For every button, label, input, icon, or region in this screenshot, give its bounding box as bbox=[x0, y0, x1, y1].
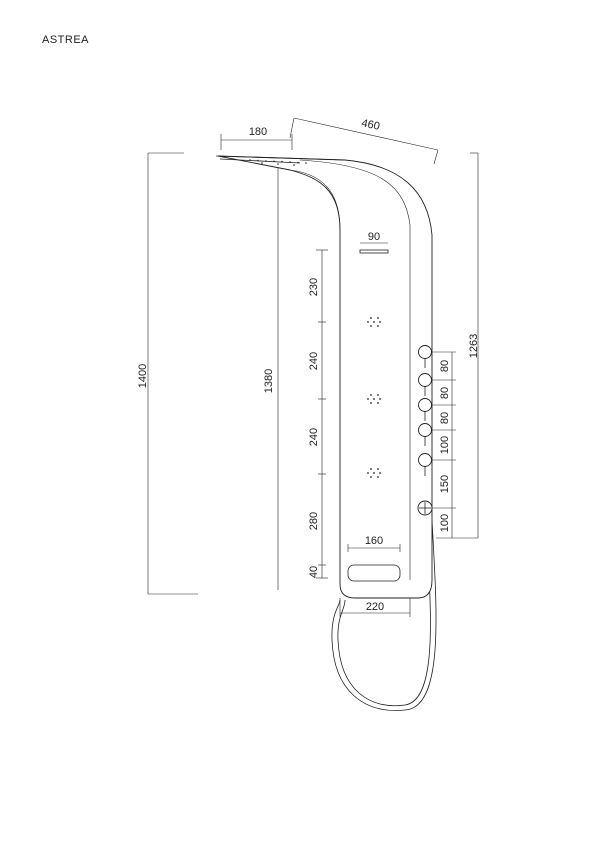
body-jet-3 bbox=[367, 468, 381, 478]
dim-head-width: 180 bbox=[220, 126, 293, 150]
dim-label-160: 160 bbox=[365, 535, 383, 547]
dim-label-220: 220 bbox=[366, 601, 384, 613]
dim-depth: 460 bbox=[289, 117, 439, 165]
shower-hose bbox=[337, 519, 431, 707]
valve-2 bbox=[418, 373, 432, 396]
dim-label-80c: 80 bbox=[439, 412, 451, 424]
valve-4 bbox=[418, 423, 432, 446]
dim-label-280: 280 bbox=[308, 512, 320, 530]
dim-label-150: 150 bbox=[439, 475, 451, 493]
panel-curve-inner bbox=[299, 159, 411, 580]
dim-label-180: 180 bbox=[249, 126, 267, 138]
dim-label-240a: 240 bbox=[308, 352, 320, 370]
panel-body bbox=[217, 155, 433, 599]
rain-head-nozzles bbox=[249, 159, 307, 166]
dim-label-80a: 80 bbox=[439, 360, 451, 372]
dim-top-slot: 90 bbox=[360, 231, 388, 244]
dim-label-240b: 240 bbox=[308, 428, 320, 446]
dim-label-100b: 100 bbox=[439, 514, 451, 532]
dim-overall-height: 1400 bbox=[137, 152, 198, 595]
dim-label-1400: 1400 bbox=[137, 364, 149, 388]
dim-panel-height: 1380 bbox=[263, 168, 279, 590]
dim-label-90: 90 bbox=[368, 231, 380, 243]
dim-label-1380: 1380 bbox=[263, 369, 275, 393]
panel-front-face bbox=[289, 169, 341, 231]
dim-bottom-slot: 160 bbox=[347, 535, 401, 552]
valve-1 bbox=[418, 345, 432, 368]
hand-shower-connector bbox=[417, 500, 433, 516]
body-jet-2 bbox=[367, 394, 381, 404]
dim-label-100a: 100 bbox=[439, 436, 451, 454]
shower-hose-inner bbox=[331, 519, 437, 711]
dim-label-80b: 80 bbox=[439, 387, 451, 399]
dim-label-230: 230 bbox=[308, 278, 320, 296]
dim-label-1263: 1263 bbox=[468, 334, 480, 358]
dim-base-width: 220 bbox=[339, 598, 411, 617]
valve-5 bbox=[418, 453, 432, 476]
dim-jet-stack: 230 240 240 280 40 bbox=[308, 249, 328, 579]
valve-3 bbox=[418, 398, 432, 421]
dim-control-height: 1263 bbox=[456, 152, 480, 539]
top-slot bbox=[359, 249, 389, 254]
page-title: ASTREA bbox=[42, 34, 90, 46]
body-jet-1 bbox=[367, 317, 381, 327]
dim-valve-stack: 80 80 80 100 150 100 bbox=[432, 351, 456, 539]
bottom-slot bbox=[347, 564, 401, 582]
dim-label-40: 40 bbox=[308, 566, 320, 578]
dim-label-460: 460 bbox=[360, 117, 380, 133]
